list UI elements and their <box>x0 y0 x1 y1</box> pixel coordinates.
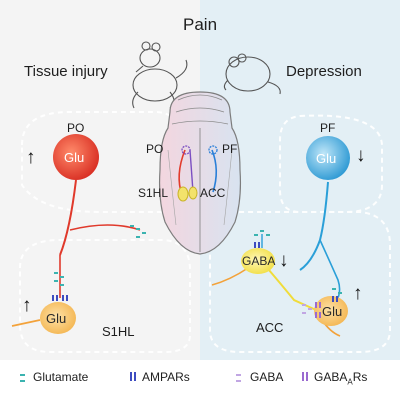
brain-label-po: PO <box>146 142 164 156</box>
acc-region-label: ACC <box>256 320 284 335</box>
s1hl-glu-neuron-soma <box>40 302 76 334</box>
legend-gaba-label: GABA <box>250 370 284 384</box>
legend-gabaars-suffix: Rs <box>352 370 368 384</box>
legend-gabaars-label: GABAARs <box>314 371 367 386</box>
legend-ampars-label: AMPARs <box>142 370 190 384</box>
brain-illustration <box>158 91 242 255</box>
right-upper-region-label: PF <box>320 121 336 135</box>
legend-glutamate-label: Glutamate <box>33 370 89 384</box>
left-panel-heading: Tissue injury <box>24 63 108 80</box>
legend-icons <box>20 372 308 382</box>
legend-background <box>0 360 400 400</box>
po-glu-label: Glu <box>64 150 85 165</box>
right-circuit <box>211 136 350 337</box>
figure-title: Pain <box>183 15 218 34</box>
pf-glu-label: Glu <box>316 151 337 166</box>
brain-label-s1hl: S1HL <box>138 186 169 200</box>
left-upper-region-label: PO <box>67 121 85 135</box>
gaba-interneuron-label: GABA <box>242 254 276 268</box>
acc-glu-up-arrow-icon: ↑ <box>353 283 363 304</box>
po-glu-neuron-soma <box>53 134 99 180</box>
acc-glu-label: Glu <box>322 304 343 319</box>
po-glu-up-arrow-icon: ↑ <box>26 147 36 168</box>
acc-gaba-interneuron-soma <box>241 248 275 274</box>
legend-gabaars-subscript: A <box>347 377 353 387</box>
acc-glu-neuron-soma <box>314 296 348 326</box>
gaba-down-arrow-icon: ↓ <box>279 250 289 271</box>
brain-label-acc: ACC <box>200 186 226 200</box>
s1hl-glu-label: Glu <box>46 311 67 326</box>
right-panel-heading: Depression <box>286 63 362 80</box>
s1hl-glu-up-arrow-icon: ↑ <box>22 295 32 316</box>
pf-glu-down-arrow-icon: ↓ <box>356 145 366 166</box>
pf-glu-neuron-soma <box>306 136 350 180</box>
left-circuit <box>11 134 146 334</box>
legend-gabaars-main: GABA <box>314 370 348 384</box>
s1hl-region-label: S1HL <box>102 324 135 339</box>
brain-label-pf: PF <box>222 142 238 156</box>
mouse-depression-sketch-icon <box>223 53 281 95</box>
